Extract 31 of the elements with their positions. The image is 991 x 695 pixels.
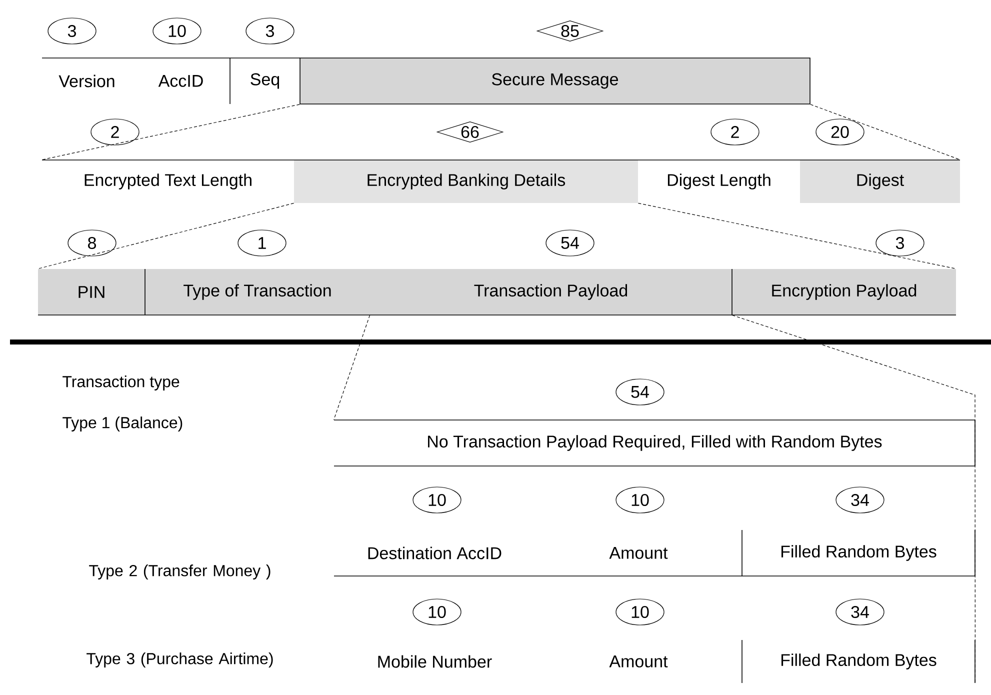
row-label: Transaction type [62, 376, 180, 390]
expansion-line [732, 314, 976, 684]
field-cell: Digest Length [638, 160, 800, 190]
node-label: Transaction Payload [474, 284, 628, 300]
expansion-line [638, 202, 956, 270]
field-cell: PIN [38, 269, 146, 316]
row-label: Type 2 (Transfer Money ) [89, 564, 270, 580]
field-cell: Encrypted Text Length [42, 160, 294, 190]
expansion-line [38, 202, 294, 270]
expansion-line [334, 314, 370, 420]
node-label: Type of Transaction [184, 284, 331, 300]
field-cell: Secure Message [300, 58, 810, 104]
field-cell: Seq [230, 58, 300, 104]
field-cell: Amount [609, 656, 668, 668]
row-label: Type 1 (Balance) [62, 416, 182, 432]
field-cell: Filled Random Bytes [742, 640, 976, 684]
node-label: PIN [78, 286, 104, 298]
field-cell: Mobile Number [378, 655, 492, 668]
field-cell: Encrypted Banking Details [294, 160, 638, 203]
expansion-line [42, 104, 300, 160]
row-label: Type 3 (Purchase Airtime) [86, 652, 273, 668]
field-cell: Filled Random Bytes [742, 530, 976, 576]
field-cell: Amount [534, 547, 742, 576]
expansion-line [810, 104, 960, 160]
field-cell: Version [42, 58, 132, 88]
field-cell: Transaction Payload [370, 269, 732, 316]
field-cell: AccID [132, 58, 230, 87]
field-cell: Destination AccID [334, 546, 536, 576]
field-cell: Digest [800, 160, 960, 203]
field-cell: Encryption Payload [732, 268, 956, 316]
field-cell: No Transaction Payload Required, Filled with Random Bytes [334, 420, 976, 466]
